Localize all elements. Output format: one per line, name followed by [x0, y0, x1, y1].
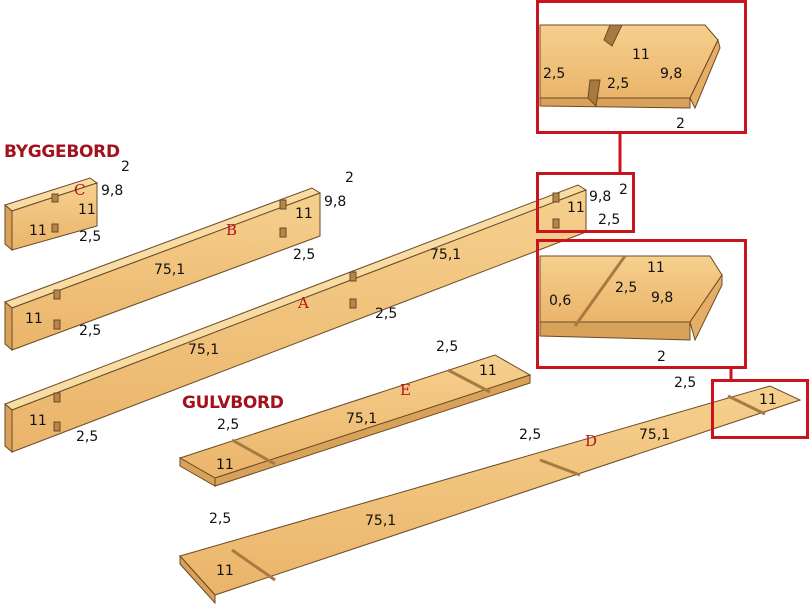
label-e: E: [400, 381, 411, 399]
dim: 75,1: [154, 262, 186, 278]
dim: 9,8: [651, 290, 674, 306]
dim: 2: [345, 170, 354, 186]
dim: 75,1: [188, 342, 220, 358]
dim: 2,5: [76, 429, 99, 445]
dim: 2,5: [217, 417, 240, 433]
callout-frame-groove: [711, 379, 809, 439]
detail-frame-notch: [536, 0, 747, 134]
heading-gulvbord: GULVBORD: [182, 393, 284, 413]
dim: 11: [632, 47, 650, 63]
dim: 2: [121, 159, 130, 175]
dim: 2,5: [543, 66, 566, 82]
dim: 2,5: [674, 375, 697, 391]
label-b: B: [226, 221, 238, 239]
dim: 2,5: [598, 212, 621, 228]
dim: 11: [25, 311, 43, 327]
dim: 11: [29, 223, 47, 239]
dim: 11: [567, 200, 585, 216]
dim: 2,5: [436, 339, 459, 355]
dim: 11: [479, 363, 497, 379]
plank-c: [3, 177, 99, 252]
dim: 2,5: [79, 229, 102, 245]
dim: 75,1: [346, 411, 378, 427]
dim: 9,8: [589, 189, 612, 205]
dim: 0,6: [549, 293, 572, 309]
dim: 2,5: [375, 306, 398, 322]
detail-groove-drawing: [539, 255, 723, 342]
plank-e: [178, 354, 532, 487]
label-d: D: [585, 432, 598, 450]
plank-d: [179, 385, 802, 604]
dim: 2,5: [519, 427, 542, 443]
dim: 2: [657, 349, 666, 365]
heading-byggebord: BYGGEBORD: [4, 142, 120, 162]
dim: 11: [216, 457, 234, 473]
dim: 11: [759, 392, 777, 408]
dim: 11: [295, 206, 313, 222]
dim: 9,8: [101, 183, 124, 199]
dim: 11: [216, 563, 234, 579]
dim: 2,5: [209, 511, 232, 527]
dim: 9,8: [660, 66, 683, 82]
plank-a: [4, 184, 588, 454]
plank-b: [4, 187, 322, 352]
dim: 11: [78, 202, 96, 218]
dim: 9,8: [324, 194, 347, 210]
dim: 11: [647, 260, 665, 276]
dim: 2,5: [79, 323, 102, 339]
dim: 2,5: [293, 247, 316, 263]
label-a: A: [298, 294, 309, 312]
dim: 11: [29, 413, 47, 429]
label-c: C: [74, 181, 86, 199]
dim: 2: [619, 182, 628, 198]
dim: 75,1: [365, 513, 397, 529]
detail-frame-groove: [536, 239, 747, 369]
dim: 2: [676, 116, 685, 132]
dim: 2,5: [615, 280, 638, 296]
dim: 2,5: [607, 76, 630, 92]
detail-notch-drawing: [539, 24, 721, 110]
dim: 75,1: [639, 427, 671, 443]
callout-frame-notch: [536, 172, 635, 233]
dim: 75,1: [430, 247, 462, 263]
